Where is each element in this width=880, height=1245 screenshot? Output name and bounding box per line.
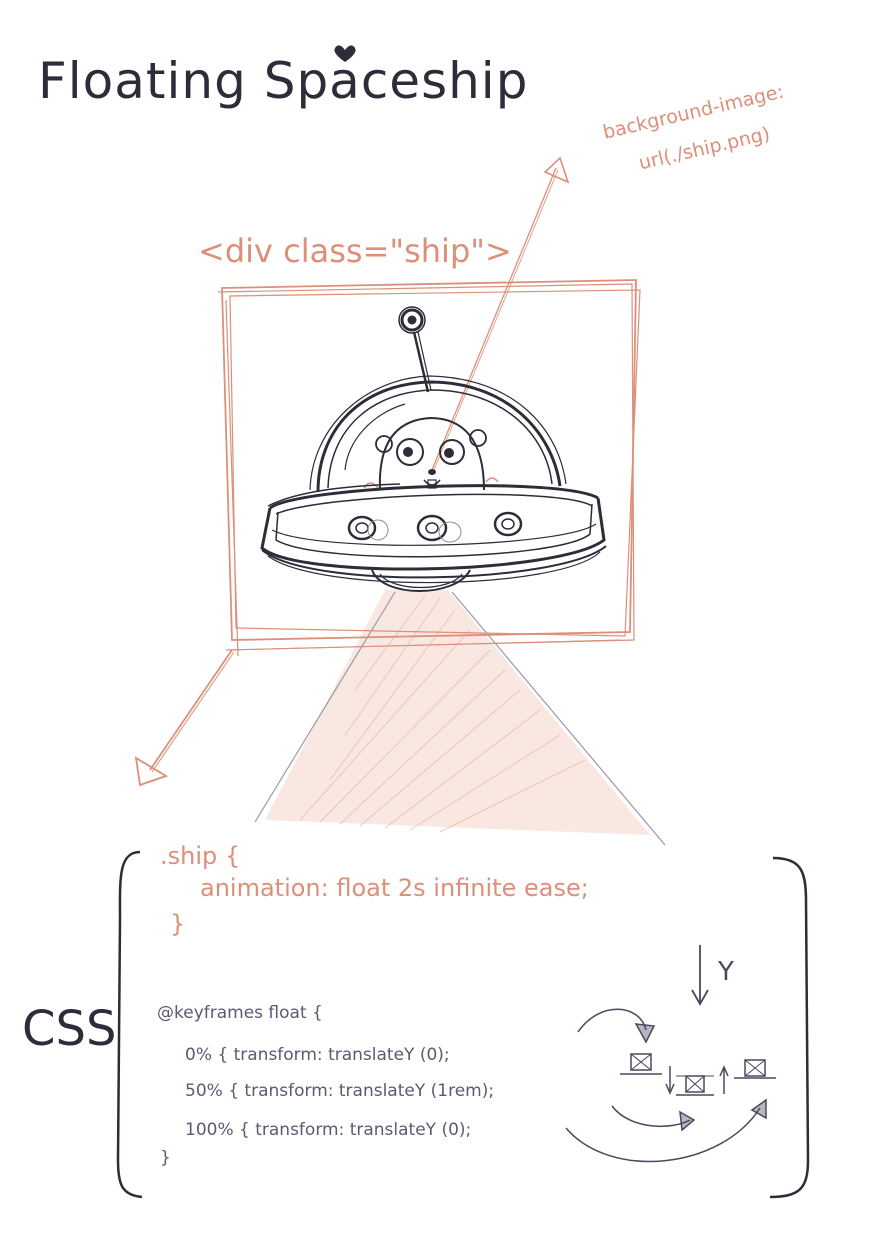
element-label: <div class="ship"> <box>198 232 512 270</box>
ship-box-icon <box>734 1059 776 1079</box>
gopher-pilot-icon <box>363 416 499 491</box>
keyframe-0: 0% { transform: translateY (0); <box>185 1045 450 1065</box>
ship-box-icon <box>620 1053 662 1075</box>
ship-selector: .ship { <box>160 842 240 870</box>
y-axis-indicator <box>691 945 709 1006</box>
heart-icon <box>334 45 356 62</box>
arrow-head-up-icon <box>543 156 570 184</box>
ship-close-brace: } <box>170 910 185 938</box>
css-label: CSS <box>22 1001 116 1057</box>
light-beam <box>254 590 666 846</box>
keyframes-open: @keyframes float { <box>157 1003 323 1023</box>
ship-animation-declaration: animation: float 2s infinite ease; <box>200 874 589 902</box>
ship-div-frame <box>217 279 641 657</box>
arrow-head-down-icon <box>134 756 169 787</box>
keyframes-close: } <box>160 1148 171 1168</box>
porthole-icon <box>347 515 389 541</box>
keyframe-50: 50% { transform: translateY (1rem); <box>185 1081 494 1101</box>
y-axis-label: Y <box>717 957 734 987</box>
porthole-icon <box>493 511 523 537</box>
page-title: Floating Spaceship <box>38 52 528 110</box>
ship-box-icon <box>676 1075 714 1096</box>
porthole-icon <box>416 514 462 543</box>
background-arrow <box>431 167 559 471</box>
keyframe-100: 100% { transform: translateY (0); <box>185 1120 471 1140</box>
float-motion-diagram <box>565 1008 776 1163</box>
right-bracket <box>769 856 810 1199</box>
background-image-note: background-image: url(./ship.png) <box>601 81 786 175</box>
left-bracket <box>116 850 143 1199</box>
resize-arrow <box>134 649 235 787</box>
spaceship-illustration <box>260 306 607 592</box>
